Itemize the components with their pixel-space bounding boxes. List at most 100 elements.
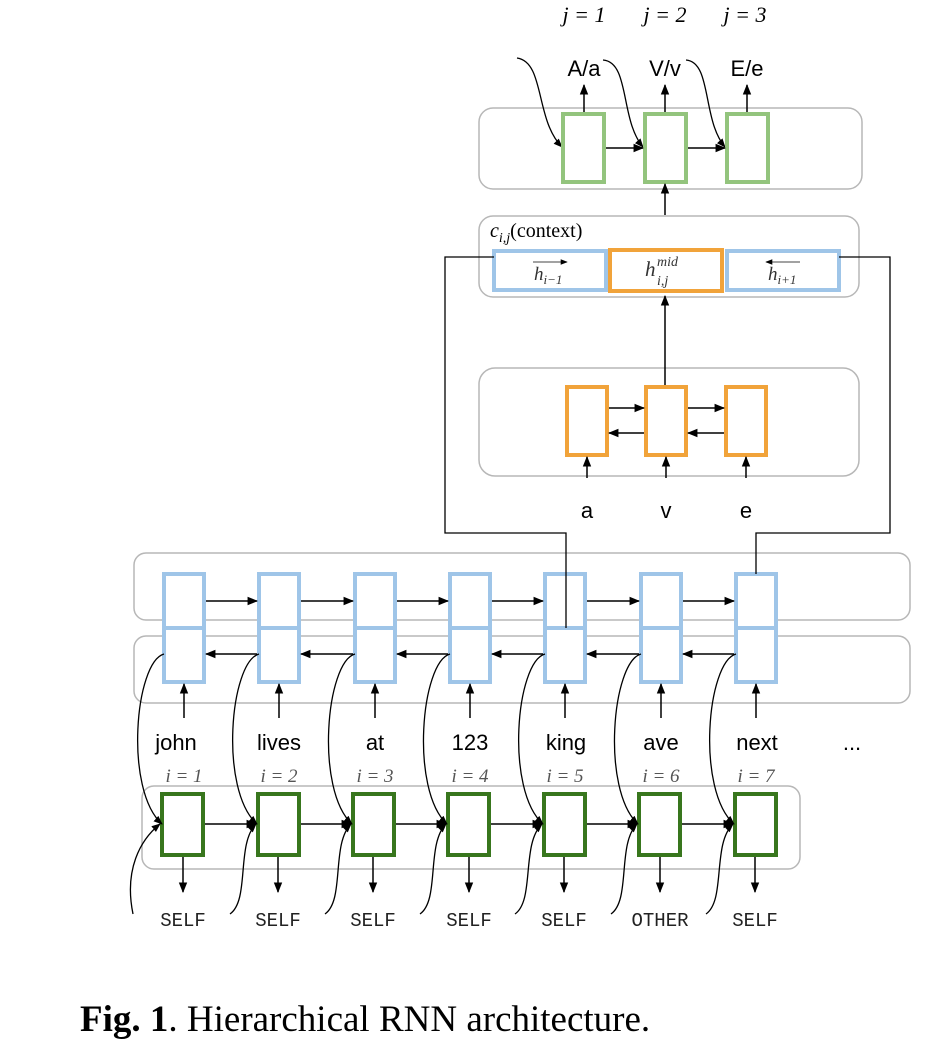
tag-feedback-curves	[129, 823, 734, 915]
tag-label-1: SELF	[160, 910, 206, 932]
char-label-3: e	[740, 498, 752, 523]
word-input-arrows	[179, 682, 761, 718]
word-backward-panel	[133, 635, 911, 704]
tag-label-6: OTHER	[631, 910, 688, 932]
index-label-6: i = 6	[642, 766, 680, 787]
backward-state-text: hi+1	[768, 264, 796, 287]
index-label-5: i = 5	[546, 766, 583, 787]
word-to-tag-curve-5	[518, 653, 546, 825]
context-connector-forward	[444, 256, 567, 628]
tag-label-5: SELF	[541, 910, 587, 932]
mid-state-label: h mid i,j	[645, 255, 679, 289]
context-label: ci,j(context)	[490, 220, 582, 246]
output-label-3: E/e	[730, 56, 763, 81]
index-label-4: i = 4	[451, 766, 489, 787]
index-label-3: i = 3	[356, 766, 393, 787]
word-label-6: ave	[643, 730, 678, 755]
word-forward-cell-2	[257, 572, 301, 630]
backward-state-sub: i+1	[778, 272, 797, 287]
context-label-sub: i,j	[499, 231, 510, 246]
figure-caption: Fig. 1. Hierarchical RNN architecture.	[80, 998, 900, 1041]
word-label-3: at	[366, 730, 384, 755]
forward-state-text: hi−1	[534, 264, 562, 287]
mid-state-symbol: h	[645, 257, 656, 281]
feedback-curve-1	[516, 57, 563, 148]
word-to-tag-curve-3	[327, 653, 356, 825]
output-cell-1	[561, 112, 606, 184]
char-cell-1	[565, 385, 609, 457]
word-to-tag-curve-6	[613, 653, 642, 825]
tag-cell-1	[160, 792, 205, 857]
word-forward-cell-3	[353, 572, 397, 630]
tag-label-4: SELF	[446, 910, 492, 932]
output-cell-2	[643, 112, 688, 184]
word-to-tag-curve-7	[709, 653, 737, 825]
tag-cell-4	[446, 792, 491, 857]
char-label-1: a	[581, 498, 594, 523]
tag-rnn-cells	[160, 792, 778, 857]
figure-number: Fig. 1	[80, 999, 169, 1040]
forward-state-box	[492, 249, 608, 292]
feedback-curve-3	[685, 59, 726, 148]
word-to-tag-curves	[137, 653, 737, 825]
mid-state-text: h	[645, 257, 656, 281]
tag-feedback-curve-7	[705, 823, 734, 915]
tag-cell-2	[256, 792, 301, 857]
tag-feedback-curve-3	[324, 823, 352, 915]
figure-caption-text: . Hierarchical RNN architecture.	[168, 999, 651, 1040]
tag-feedback-curve-4	[419, 823, 447, 915]
word-ellipsis: ...	[843, 730, 861, 755]
output-label-1: A/a	[567, 56, 601, 81]
word-backward-cell-4	[448, 626, 492, 684]
word-forward-cell-5	[543, 572, 587, 630]
forward-state-label: hi−1	[533, 259, 568, 287]
column-label-j3: j = 3	[721, 2, 767, 27]
tag-label-3: SELF	[350, 910, 396, 932]
feedback-curve-2	[602, 59, 644, 148]
word-backward-cell-6	[639, 626, 683, 684]
word-to-tag-curve-4	[422, 653, 451, 825]
word-backward-cell-7	[734, 626, 778, 684]
char-label-2: v	[661, 498, 672, 523]
backward-state-label: hi+1	[765, 259, 800, 287]
word-forward-cell-1	[162, 572, 206, 630]
tag-cell-6	[637, 792, 682, 857]
index-label-7: i = 7	[737, 766, 776, 787]
tag-feedback-curve-6	[610, 823, 638, 915]
word-to-tag-curve-1	[137, 653, 165, 825]
forward-state-sub: i−1	[544, 272, 563, 287]
tag-label-7: SELF	[732, 910, 778, 932]
char-cell-2	[644, 385, 688, 457]
char-cell-3	[724, 385, 768, 457]
mid-state-box	[608, 248, 724, 293]
backward-state-box	[725, 249, 841, 292]
word-forward-cell-7	[734, 572, 778, 630]
output-cell-3	[725, 112, 770, 184]
word-label-4: 123	[452, 730, 489, 755]
word-label-1: john	[154, 730, 197, 755]
word-to-tag-curve-2	[232, 653, 260, 825]
word-forward-cell-4	[448, 572, 492, 630]
index-label-1: i = 1	[165, 766, 202, 787]
word-label-2: lives	[257, 730, 301, 755]
mid-state-sub: i,j	[657, 274, 668, 289]
word-label-7: next	[736, 730, 778, 755]
tag-feedback-curve-5	[514, 823, 543, 915]
mid-state-sup: mid	[657, 255, 679, 270]
column-label-j1: j = 1	[560, 2, 606, 27]
tag-feedback-curve-2	[229, 823, 257, 915]
word-backward-cell-1	[162, 626, 206, 684]
word-backward-cell-5	[543, 626, 587, 684]
tag-cell-3	[351, 792, 396, 857]
tag-cell-7	[733, 792, 778, 857]
tag-output-arrows	[178, 857, 760, 894]
column-label-j2: j = 2	[641, 2, 687, 27]
forward-state-symbol: h	[534, 264, 544, 285]
context-label-text: (context)	[510, 220, 582, 242]
context-label-symbol: c	[490, 220, 499, 242]
tag-cell-5	[542, 792, 587, 857]
index-label-2: i = 2	[260, 766, 298, 787]
output-label-2: V/v	[649, 56, 681, 81]
word-forward-cell-6	[639, 572, 683, 630]
